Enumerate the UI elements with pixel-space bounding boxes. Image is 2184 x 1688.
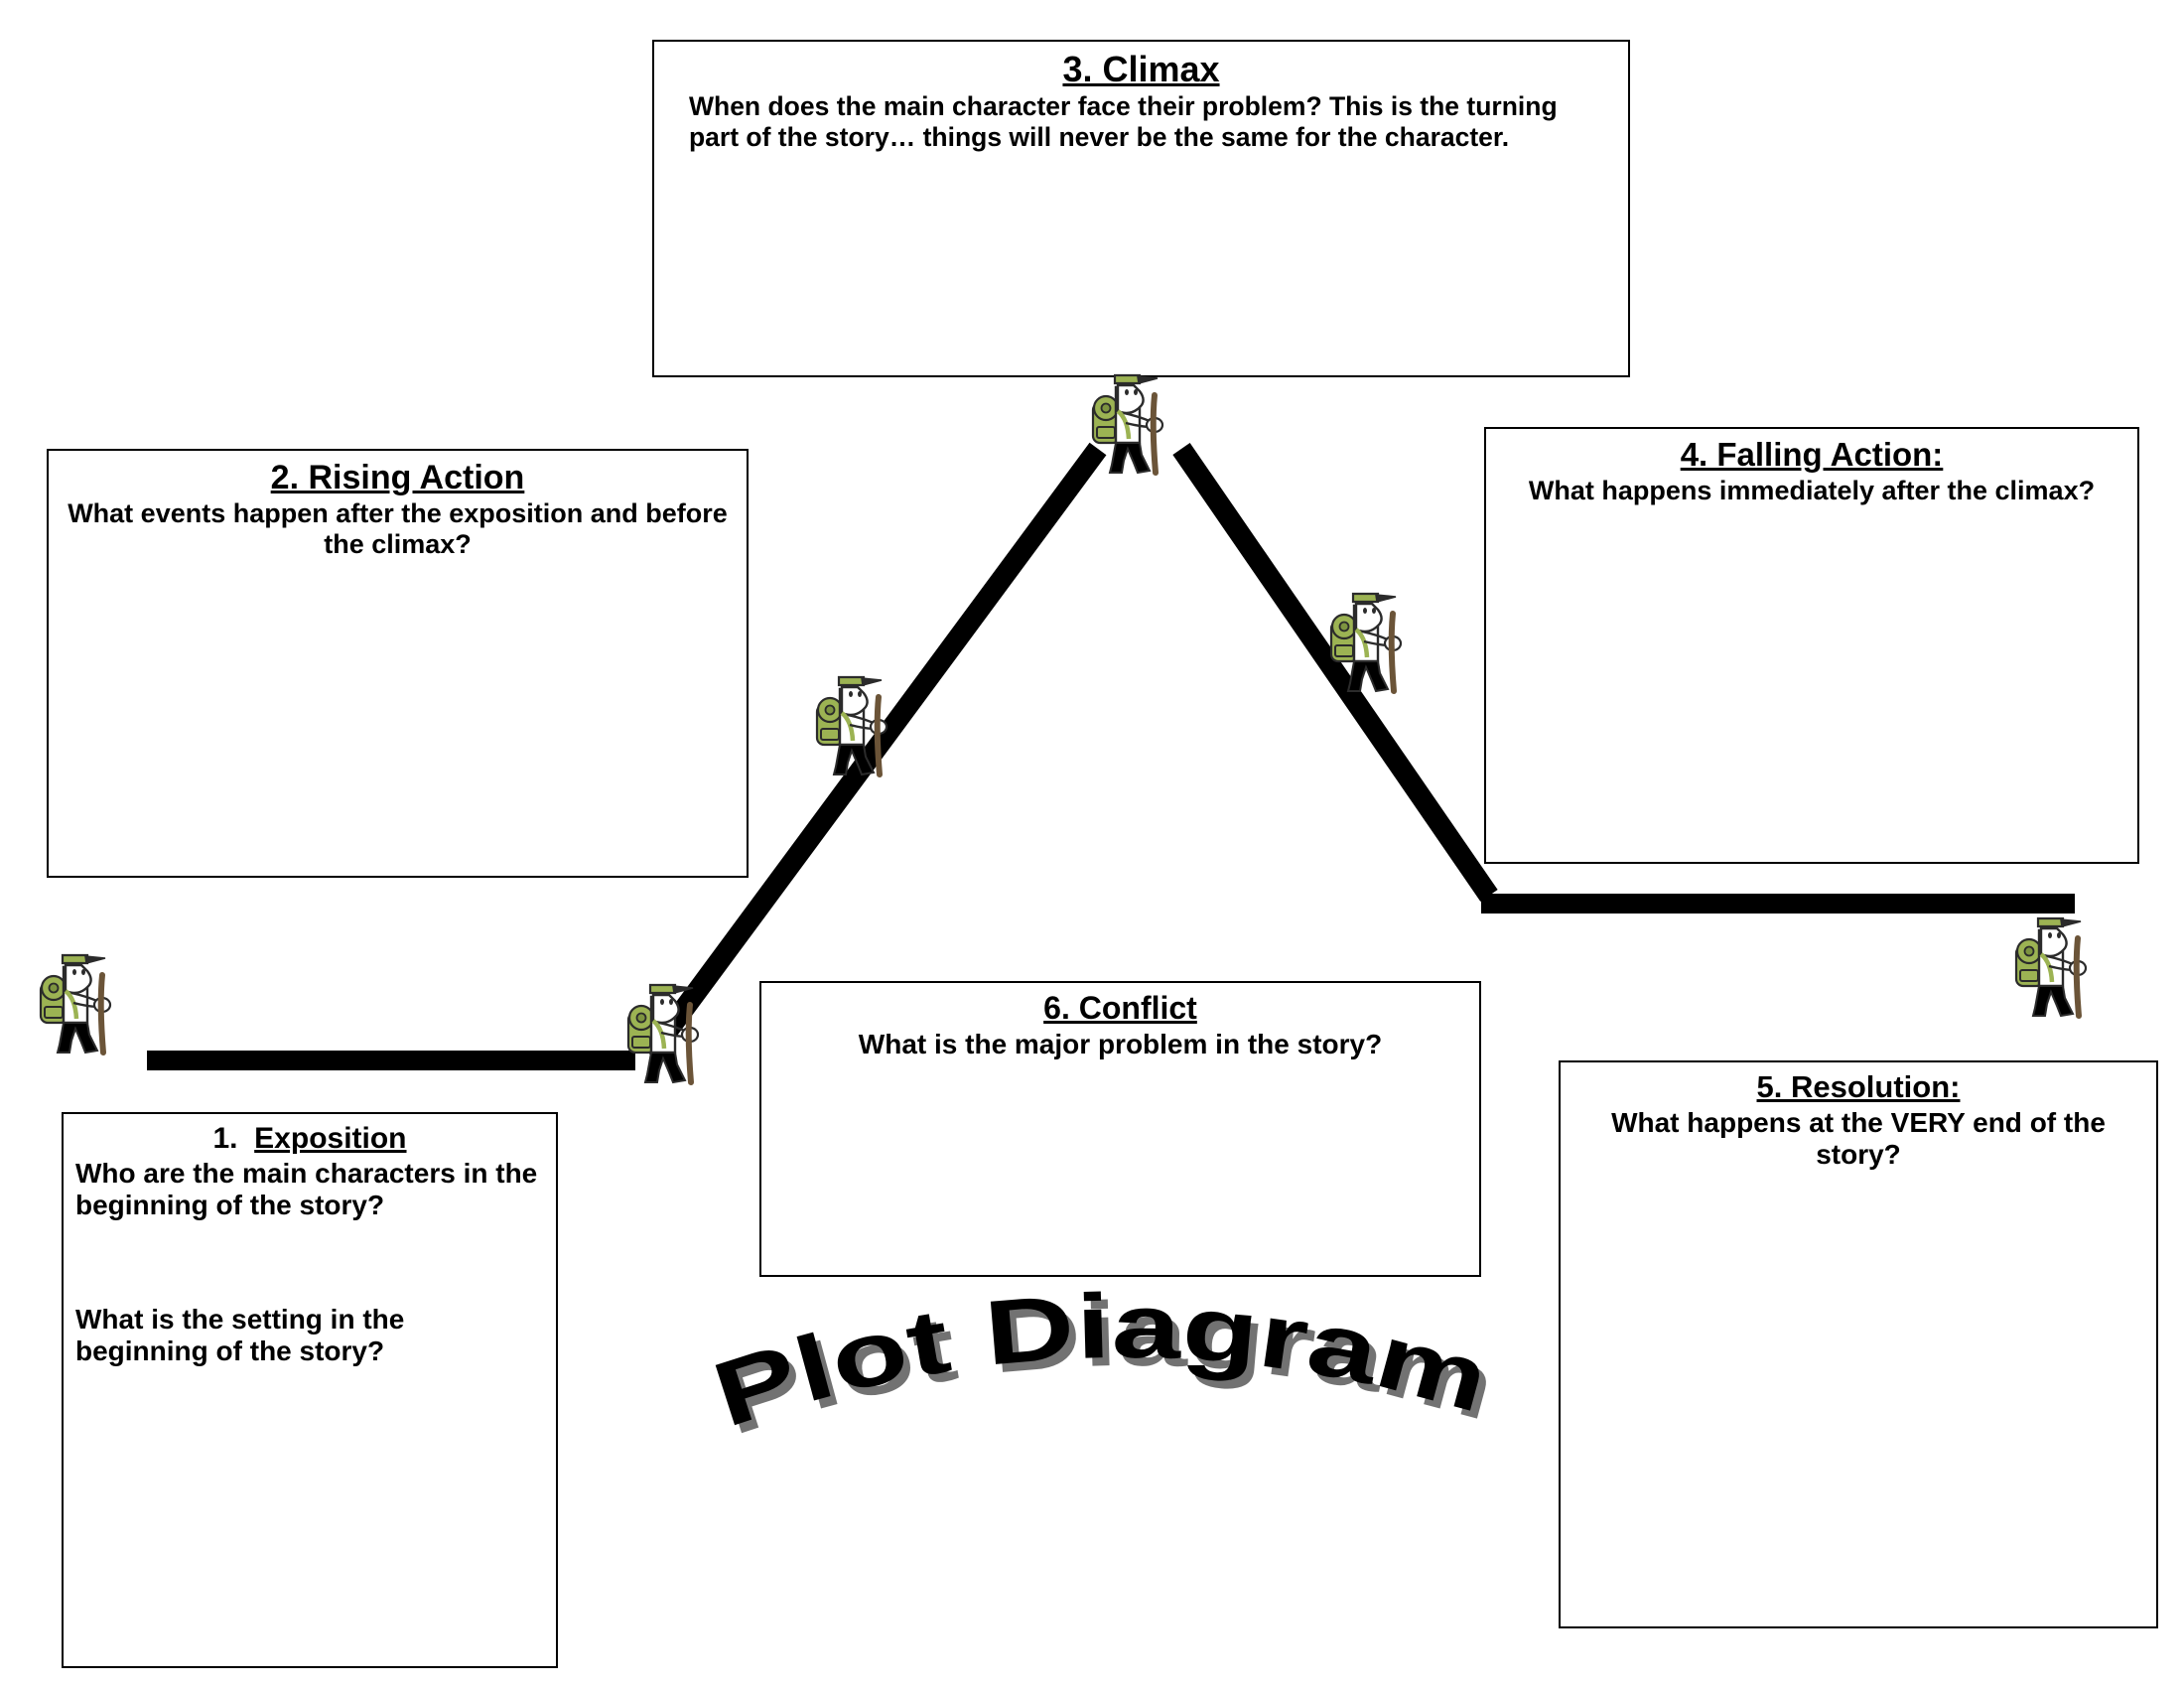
box-falling-action-body: What happens immediately after the clima…	[1528, 475, 2096, 505]
hiker-backpack	[815, 696, 846, 747]
box-exposition-title: 1. Exposition	[73, 1122, 546, 1156]
hiker-walking-stick	[685, 1002, 694, 1085]
box-rising-action-title: 2. Rising Action	[59, 459, 737, 496]
hiker-walking-stick	[97, 972, 106, 1055]
box-exposition[interactable]: 1. Exposition Who are the main character…	[62, 1112, 558, 1668]
hiker-exposition-start	[39, 953, 112, 1055]
box-conflict-title-text: 6. Conflict	[1043, 990, 1197, 1026]
box-conflict-body: What is the major problem in the story?	[858, 1028, 1383, 1059]
box-conflict-title: 6. Conflict	[771, 990, 1469, 1027]
box-falling-action-title: 4. Falling Action:	[1496, 436, 2127, 474]
hiker-legs	[1108, 442, 1152, 475]
hiker-walking-stick	[874, 694, 883, 777]
hiker-backpack	[2014, 937, 2045, 988]
hiker-body	[1351, 592, 1403, 663]
box-resolution[interactable]: 5. Resolution: What happens at the VERY …	[1559, 1060, 2158, 1628]
hiker-walking-stick	[1388, 611, 1397, 694]
hiker-conflict	[626, 983, 700, 1085]
box-rising-action-title-text: 2. Rising Action	[270, 459, 525, 496]
box-resolution-body: What happens at the VERY end of the stor…	[1611, 1106, 2106, 1171]
plot-diagram-title: Plot Diagram Plot Diagram	[702, 1276, 1506, 1455]
hiker-falling-action	[1329, 592, 1403, 694]
box-resolution-title: 5. Resolution:	[1570, 1069, 2146, 1105]
hiker-backpack	[39, 974, 69, 1025]
hiker-resolution	[2014, 916, 2088, 1019]
box-exposition-title-text: Exposition	[254, 1122, 407, 1155]
hiker-legs	[56, 1022, 99, 1055]
hiker-backpack	[1091, 394, 1122, 445]
box-exposition-body-1: Who are the main characters in the begin…	[75, 1157, 538, 1221]
box-rising-action-body: What events happen after the exposition …	[68, 498, 728, 560]
box-falling-action[interactable]: 4. Falling Action: What happens immediat…	[1484, 427, 2139, 864]
box-climax[interactable]: 3. Climax When does the main character f…	[652, 40, 1630, 377]
hiker-legs	[1346, 660, 1390, 693]
hiker-walking-stick	[1150, 392, 1159, 476]
box-climax-title-text: 3. Climax	[1062, 49, 1220, 89]
box-exposition-spacer	[73, 1222, 546, 1304]
box-rising-action[interactable]: 2. Rising Action What events happen afte…	[47, 449, 749, 878]
box-falling-action-title-text: 4. Falling Action:	[1680, 436, 1944, 473]
box-climax-title: 3. Climax	[664, 49, 1618, 89]
hiker-legs	[2031, 985, 2075, 1018]
box-exposition-number: 1.	[212, 1122, 238, 1155]
box-conflict[interactable]: 6. Conflict What is the major problem in…	[759, 981, 1481, 1277]
hiker-body	[648, 983, 700, 1055]
hiker-legs	[643, 1052, 687, 1084]
hiker-climax	[1091, 373, 1164, 476]
box-climax-body: When does the main character face their …	[689, 91, 1558, 153]
hiker-backpack	[1329, 613, 1360, 663]
hiker-legs	[832, 744, 876, 776]
hiker-walking-stick	[2073, 935, 2082, 1019]
box-exposition-body-2: What is the setting in the beginning of …	[75, 1303, 405, 1366]
hiker-rising-action	[815, 675, 888, 777]
box-resolution-title-text: 5. Resolution:	[1756, 1069, 1961, 1104]
